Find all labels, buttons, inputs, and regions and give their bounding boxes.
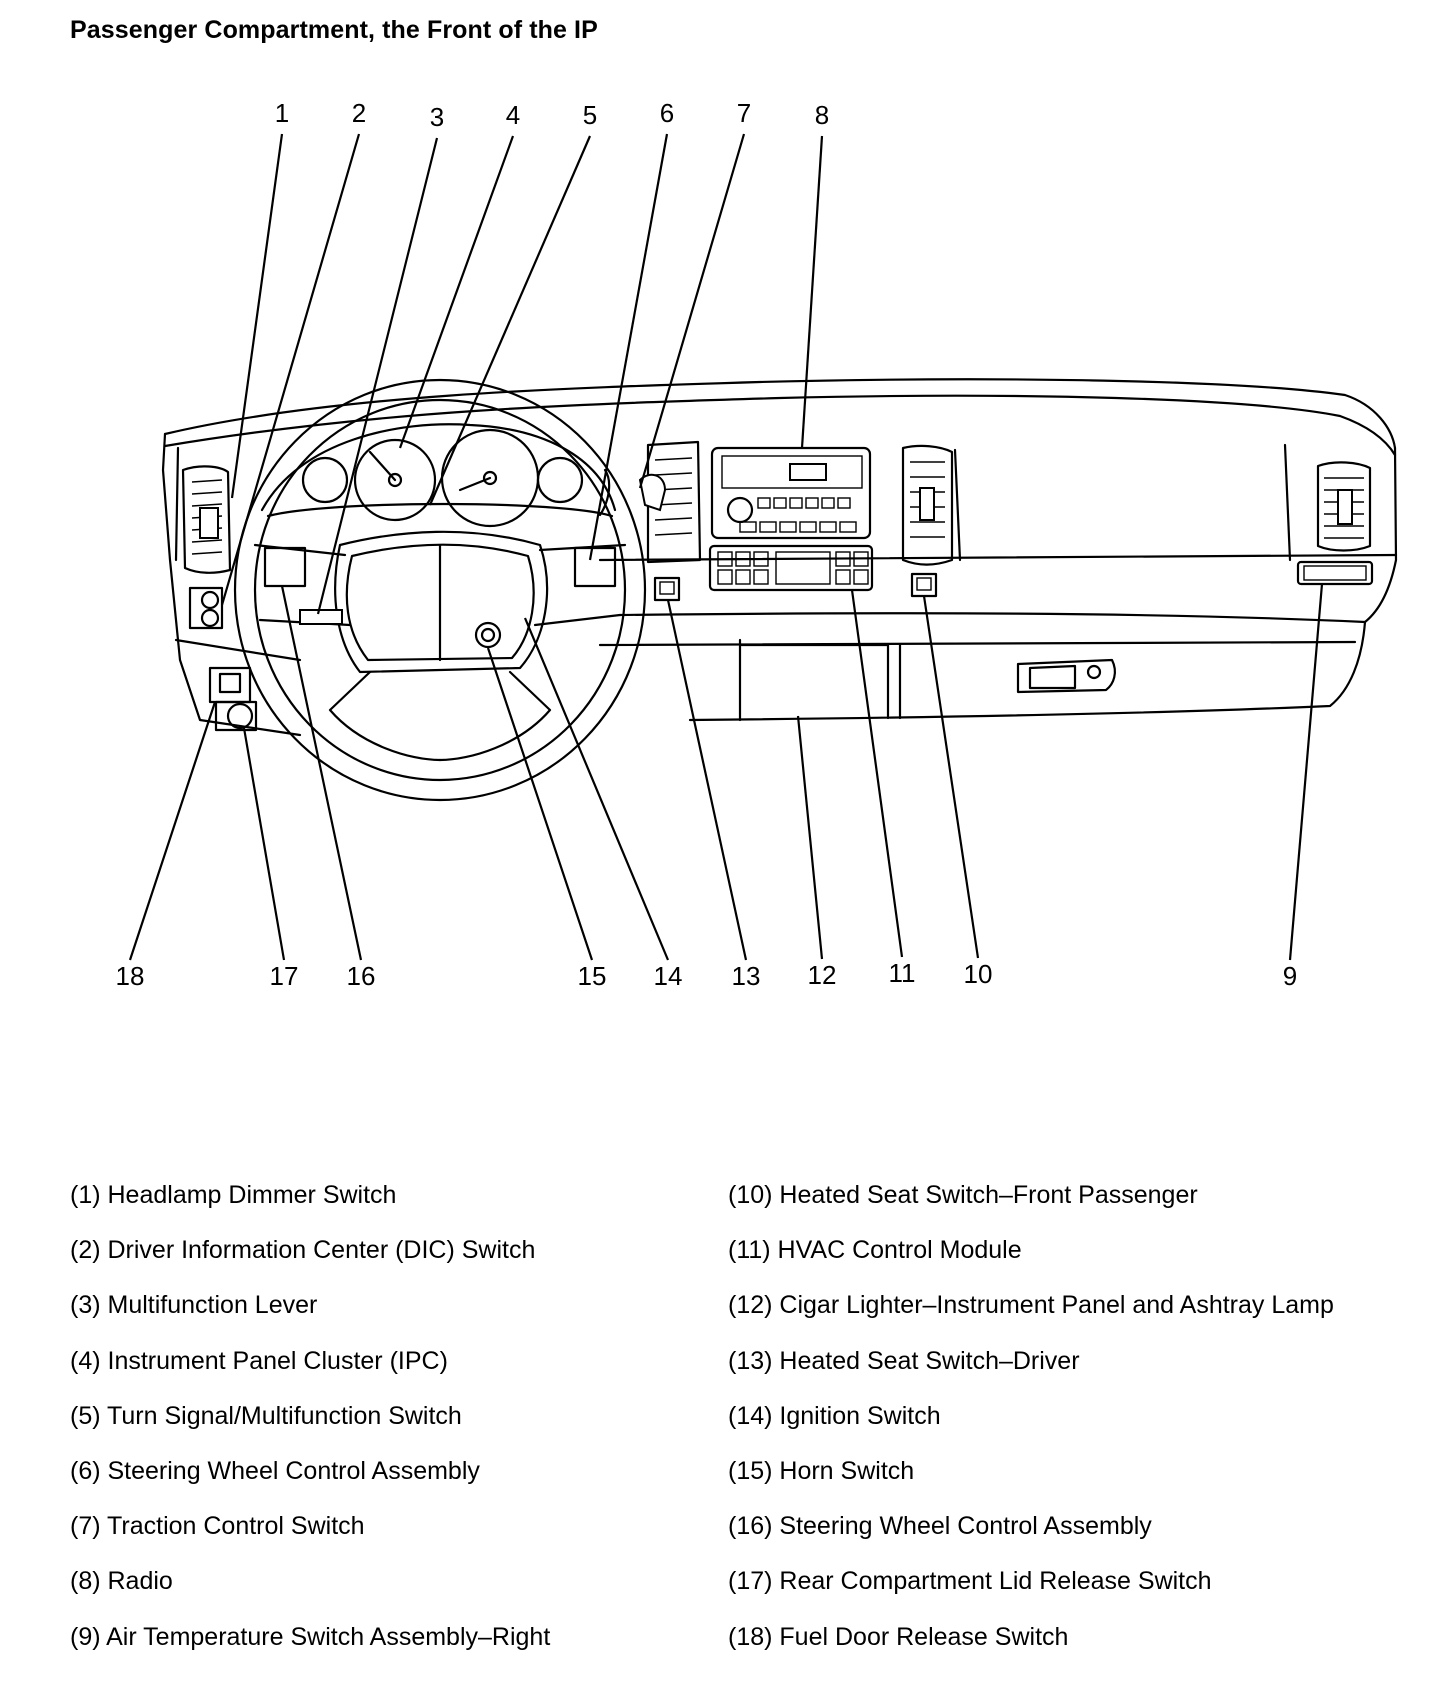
dashboard-outline [161,378,1398,737]
hvac-control-module [708,544,874,592]
legend-left-column: (1) Headlamp Dimmer Switch (2) Driver In… [70,1180,550,1677]
callout-number-17: 17 [270,961,299,991]
callout-number-16: 16 [347,961,376,991]
leader-line-5 [428,135,592,506]
leader-line-9 [1288,583,1324,961]
legend-item: (18) Fuel Door Release Switch [728,1622,1069,1651]
legend-right-column: (10) Heated Seat Switch–Front Passenger … [728,1180,1334,1677]
callout-number-13: 13 [732,961,761,991]
legend-item: (7) Traction Control Switch [70,1512,365,1541]
heated-seat-switches [653,572,938,602]
air-temperature-switch-right [1296,560,1374,586]
radio [710,446,872,540]
callout-number-3: 3 [430,102,444,132]
callout-number-18: 18 [116,961,145,991]
callout-number-7: 7 [737,98,751,128]
leader-line-3 [316,137,439,615]
leader-line-11 [850,589,904,958]
lower-left-switches [208,666,258,732]
callout-number-10: 10 [964,959,993,989]
leader-line-14 [523,617,670,961]
callout-number-15: 15 [578,961,607,991]
legend-item: (4) Instrument Panel Cluster (IPC) [70,1346,448,1375]
leader-line-16 [280,585,363,961]
callout-number-11: 11 [889,958,916,988]
legend-item: (17) Rear Compartment Lid Release Switch [728,1567,1212,1596]
legend-item: (9) Air Temperature Switch Assembly–Righ… [70,1622,551,1651]
legend-item: (13) Heated Seat Switch–Driver [728,1346,1080,1375]
leader-line-8 [800,135,824,449]
legend-item: (10) Heated Seat Switch–Front Passenger [728,1181,1198,1209]
legend-item: (5) Turn Signal/Multifunction Switch [70,1401,462,1430]
leader-line-4 [398,135,515,449]
center-right-vent [901,444,954,566]
leader-line-13 [666,599,748,961]
leader-line-2 [220,133,361,606]
legend-item: (2) Driver Information Center (DIC) Swit… [70,1236,536,1265]
legend-item: (15) Horn Switch [728,1456,915,1485]
leader-line-15 [486,647,594,961]
callout-number-5: 5 [583,100,597,130]
leader-line-10 [922,595,980,959]
legend-item: (12) Cigar Lighter–Instrument Panel and … [728,1291,1334,1320]
callout-leader-lines [128,133,1324,961]
page-title: Passenger Compartment, the Front of the … [70,16,598,44]
callout-number-1: 1 [275,98,289,128]
headlamp-dimmer-knob [188,586,224,630]
callout-number-6: 6 [660,98,674,128]
callout-number-8: 8 [815,100,829,130]
legend-item: (16) Steering Wheel Control Assembly [728,1512,1152,1541]
leader-line-18 [128,701,217,961]
center-left-vent [638,440,702,564]
right-air-vent [1316,461,1372,552]
steering-wheel [233,378,647,802]
legend-item: (3) Multifunction Lever [70,1291,318,1320]
legend-item: (14) Ignition Switch [728,1401,941,1430]
callout-number-12: 12 [808,960,837,990]
left-air-vent [181,465,232,574]
legend-item: (11) HVAC Control Module [728,1236,1022,1265]
callout-number-14: 14 [654,961,683,991]
legend-item: (6) Steering Wheel Control Assembly [70,1456,480,1485]
leader-line-6 [588,133,669,561]
legend-item: (8) Radio [70,1567,173,1596]
callout-number-2: 2 [352,98,366,128]
leader-line-12 [796,715,824,960]
leader-line-1 [230,133,284,499]
legend-item: (1) Headlamp Dimmer Switch [70,1181,397,1209]
callout-number-9: 9 [1283,961,1297,991]
callout-number-4: 4 [506,100,520,130]
leader-line-7 [638,133,746,489]
leader-line-17 [242,727,286,961]
